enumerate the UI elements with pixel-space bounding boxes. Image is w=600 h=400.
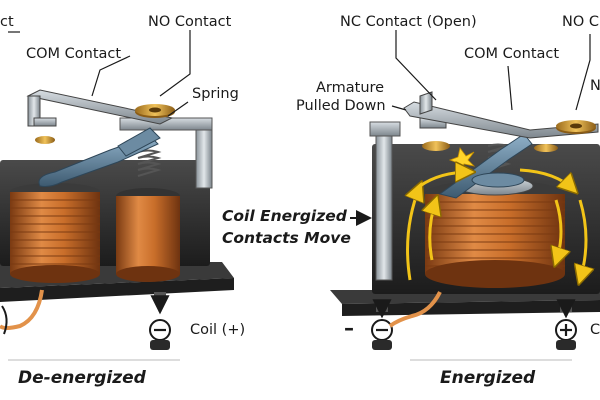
center-label-line1: Coil Energized xyxy=(222,207,347,225)
right-no-clipped-label: N xyxy=(590,78,600,94)
right-armature-label-line1: Armature xyxy=(316,80,385,96)
left-no-contact-label: NO Contact xyxy=(148,14,232,30)
right-no-contact-label: NO C xyxy=(562,14,599,30)
left-spring-label: Spring xyxy=(192,86,239,102)
right-coil-lead xyxy=(388,291,442,328)
magnetic-field-arrows xyxy=(408,170,586,280)
left-leaders xyxy=(8,30,191,117)
right-terminal-minus-pin xyxy=(371,299,393,350)
right-caption: Energized xyxy=(440,368,536,388)
left-coil-plus-label: Coil (+) xyxy=(190,322,246,338)
right-minus-sign: – xyxy=(344,316,354,340)
right-frame-post xyxy=(369,121,401,281)
right-armature-label-line2: Pulled Down xyxy=(296,98,386,114)
left-nc-contact-label: ct xyxy=(0,14,14,30)
left-coil-lead xyxy=(0,289,44,330)
right-no-contact xyxy=(534,120,596,152)
left-coil-secondary xyxy=(116,188,180,282)
left-yoke-frame xyxy=(119,117,213,189)
left-com-arm xyxy=(26,89,174,127)
right-com-contact-label: COM Contact xyxy=(464,46,560,62)
right-leaders xyxy=(391,30,591,111)
right-coil xyxy=(425,176,565,288)
left-relay xyxy=(0,30,234,361)
left-spring xyxy=(137,149,162,177)
left-terminal-minus-pin xyxy=(149,292,171,350)
right-relay xyxy=(330,30,600,361)
left-armature xyxy=(38,127,161,187)
left-terminal-partial-pin xyxy=(1,305,8,335)
left-caption: De-energized xyxy=(18,368,146,388)
left-no-contact xyxy=(135,104,175,118)
right-terminal-plus-pin xyxy=(555,299,577,350)
left-com-contact-label: COM Contact xyxy=(26,46,122,62)
center-label-line2: Contacts Move xyxy=(222,229,351,247)
right-com-arm xyxy=(403,91,599,139)
left-coil-main xyxy=(10,183,100,283)
right-nc-contact-open-label: NC Contact (Open) xyxy=(340,14,477,30)
right-coil-clipped-label: C xyxy=(590,322,600,338)
left-nc-post xyxy=(33,117,57,144)
